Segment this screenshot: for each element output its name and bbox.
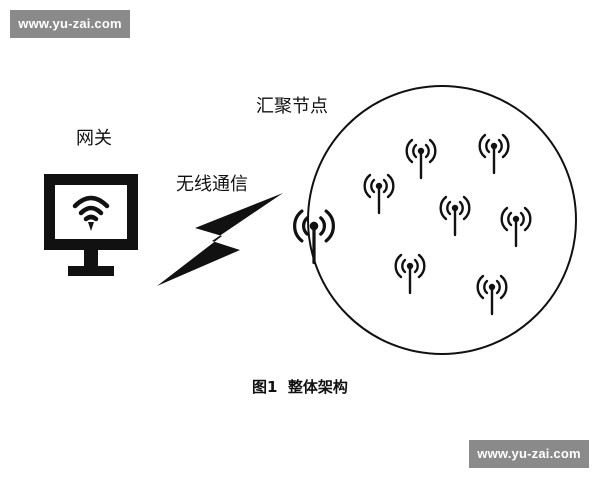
sink-node-area	[307, 85, 577, 355]
node-antenna-icon	[394, 253, 426, 295]
wireless-label: 无线通信	[176, 174, 248, 195]
lightning-bolt-icon	[157, 193, 283, 286]
node-antenna-icon	[500, 206, 532, 248]
wifi-dot	[88, 222, 94, 231]
sink-antenna-icon	[293, 209, 335, 265]
sink-node-label: 汇聚节点	[256, 96, 328, 117]
gateway-label: 网关	[76, 128, 112, 149]
node-antenna-icon	[405, 138, 437, 180]
gateway-monitor-icon	[44, 174, 138, 276]
node-antenna-icon	[439, 195, 471, 237]
node-antenna-icon	[478, 133, 510, 175]
watermark-top: www.yu-zai.com	[10, 10, 130, 38]
watermark-bottom: www.yu-zai.com	[469, 440, 589, 468]
figure-caption: 图1 整体架构	[252, 378, 348, 396]
node-antenna-icon	[476, 274, 508, 316]
node-antenna-icon	[363, 173, 395, 215]
wifi-icon	[72, 195, 110, 222]
